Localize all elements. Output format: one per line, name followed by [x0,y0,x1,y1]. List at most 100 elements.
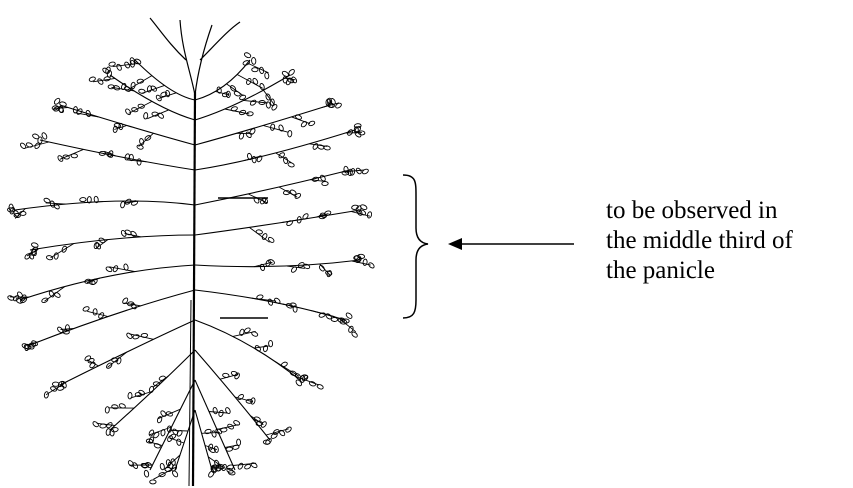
spikelet [244,463,252,470]
spikelet [139,138,145,146]
spikelet [120,229,127,237]
primary-branch [174,409,196,471]
spikelet [278,152,285,159]
spikelet [355,167,362,175]
spikelet [265,101,271,109]
spikelet [281,70,289,77]
spikelet [70,153,78,159]
spikelet [53,97,61,105]
spikelet [49,200,56,208]
spikelet [165,411,173,417]
spikelet [292,305,298,313]
spikelet [316,384,324,390]
spikelet [134,392,143,398]
spikelet [269,98,275,106]
spikelet [249,99,257,106]
spikelet [251,57,257,65]
spikelet [317,144,325,150]
spikelet [113,85,121,91]
spikelet [217,463,225,470]
spikelet [208,470,215,478]
spikelet [97,78,104,85]
spikelet [222,372,230,378]
primary-branch [194,379,236,471]
spikelet [140,332,149,338]
spikelet [267,236,275,243]
spikelet [265,93,271,101]
spikelet [133,58,142,65]
spikelet [243,327,251,334]
spikelet [360,204,368,211]
spikelet [245,398,253,404]
spikelet [148,429,155,437]
spikelet [243,52,252,59]
spikelet [312,143,319,150]
spikelet [59,101,67,107]
spikelet [116,357,122,365]
spikelet [270,432,278,439]
spikelet [88,76,96,82]
spikelet [62,154,70,160]
spikelet [120,201,126,209]
spikelet [258,100,266,105]
spikelet [357,253,366,259]
spikelet [107,84,115,90]
spikelet [158,472,166,478]
primary-branch [194,169,351,206]
spikelet [267,298,274,306]
spikelet [302,213,309,220]
spikelet [160,91,168,97]
spikelet [252,77,259,85]
spikelet [326,270,332,278]
spikelet [126,332,133,339]
spikelet [82,306,90,312]
left-arrow-icon [448,238,462,250]
spikelet [247,152,253,161]
spikelet [156,416,163,424]
secondary-branch [123,200,139,204]
secondary-branch [250,415,264,425]
spikelet [98,312,105,319]
spikelet [104,406,110,414]
spikelet [259,263,265,271]
spikelet [282,190,291,196]
secondary-branch [87,310,109,317]
secondary-branch [351,260,371,266]
secondary-branch [253,345,269,349]
spikelet [262,439,271,445]
primary-branch [109,74,196,121]
spikelet [362,258,368,266]
spikelet [50,386,58,392]
spikelet [234,372,240,380]
secondary-branch [262,125,289,133]
spikelet [295,114,302,120]
spikelet [53,292,61,298]
spikelet [271,104,278,111]
spikelet [169,433,177,440]
spikelet [351,331,358,338]
spikelet [144,135,152,141]
spikelet [76,108,83,115]
spikelet [45,255,54,261]
spikelet [84,355,92,362]
spikelet [127,301,135,307]
spikelet [286,220,293,227]
spikelet [110,427,119,433]
spikelet [250,397,256,405]
spikelet [118,403,126,409]
spikelet [225,446,233,452]
spikelet [130,81,136,90]
spikelet [348,325,354,333]
spikelet [236,438,242,446]
spikelet [124,198,132,205]
spikelet [204,428,212,435]
spikelet [131,200,138,206]
spikelet [79,197,87,203]
spikelet [34,142,41,149]
spikelet [297,262,305,268]
spikelet [136,158,142,166]
spikelet [221,92,230,98]
annotation-line-2: the middle third of [606,227,793,254]
spikelet [124,153,130,161]
